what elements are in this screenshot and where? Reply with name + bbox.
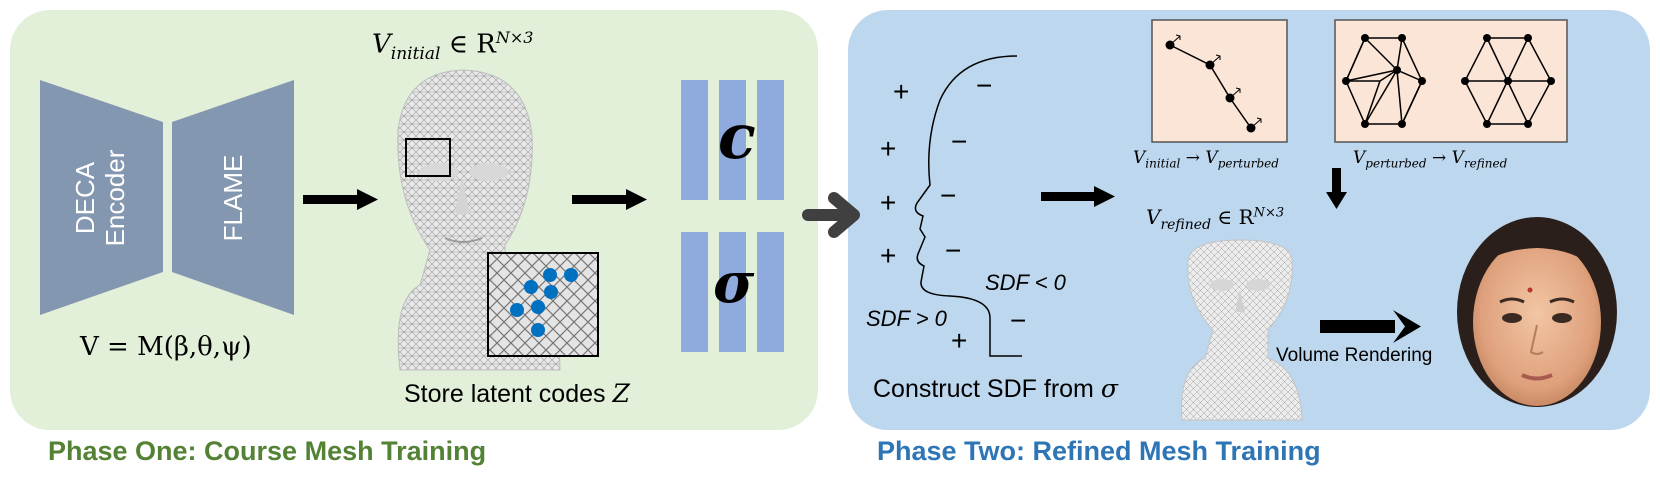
minus-sign: − (976, 70, 993, 101)
deca-encoder-label: DECA Encoder (70, 149, 130, 247)
v-initial-label: Vinitial ∈ RN×3 (372, 28, 534, 64)
perturbation-inset (1151, 19, 1288, 143)
zoom-region-box (405, 138, 451, 177)
arrow-render-to-face (1320, 310, 1421, 343)
face-profile-contour (914, 55, 1022, 357)
deca-encoder-block (40, 80, 163, 315)
sample-point (543, 268, 557, 282)
sample-point (531, 300, 545, 314)
minus-sign: − (945, 235, 962, 266)
arrow-mesh-to-latent (572, 189, 647, 210)
volume-rendering-label: Volume Rendering (1276, 345, 1433, 366)
phase-two-title: Phase Two: Refined Mesh Training (877, 436, 1321, 466)
arrow-phase-transition (802, 192, 860, 238)
plus-sign: + (880, 187, 897, 218)
sample-point (524, 280, 538, 294)
minus-sign: − (1010, 305, 1027, 336)
perturb-transition-label: Vinitial → Vperturbed (1133, 148, 1279, 171)
sdf-negative-label: SDF < 0 (985, 270, 1066, 295)
flame-decoder-block (172, 80, 294, 315)
plus-sign: + (880, 240, 897, 271)
plus-sign: + (893, 76, 910, 107)
refined-head-mesh (1180, 239, 1303, 421)
sample-point (544, 285, 558, 299)
refinement-inset (1334, 19, 1568, 143)
v-refined-label: Vrefined ∈ RN×3 (1146, 205, 1285, 233)
latent-code-c-bars (681, 80, 784, 200)
sample-point (510, 303, 524, 317)
plus-sign: + (951, 325, 968, 356)
flame-label: FLAME (218, 154, 248, 242)
sample-point (531, 323, 545, 337)
sdf-positive-label: SDF > 0 (866, 306, 947, 331)
rendered-face-photo (1457, 217, 1617, 407)
arrow-down-to-refined (1326, 168, 1347, 209)
minus-sign: − (951, 126, 968, 157)
arrow-sdf-to-refine (1041, 186, 1115, 207)
plus-sign: + (880, 133, 897, 164)
sdf-caption: Construct SDF from σ (873, 374, 1118, 403)
arrow-flame-to-mesh (303, 189, 378, 210)
latent-codes-caption: Store latent codes Z (404, 379, 630, 408)
refine-transition-label: Vperturbed → Vrefined (1353, 148, 1508, 171)
latent-code-sigma-label: σ (713, 250, 755, 316)
sample-point (564, 268, 578, 282)
minus-sign: − (940, 180, 957, 211)
phase-one-title: Phase One: Course Mesh Training (48, 436, 487, 466)
flame-equation: V = M(β,θ,ψ) (80, 332, 252, 362)
latent-code-c-label: c (718, 100, 756, 173)
zoom-inset (487, 252, 599, 357)
latent-code-sigma-bars (681, 232, 784, 352)
